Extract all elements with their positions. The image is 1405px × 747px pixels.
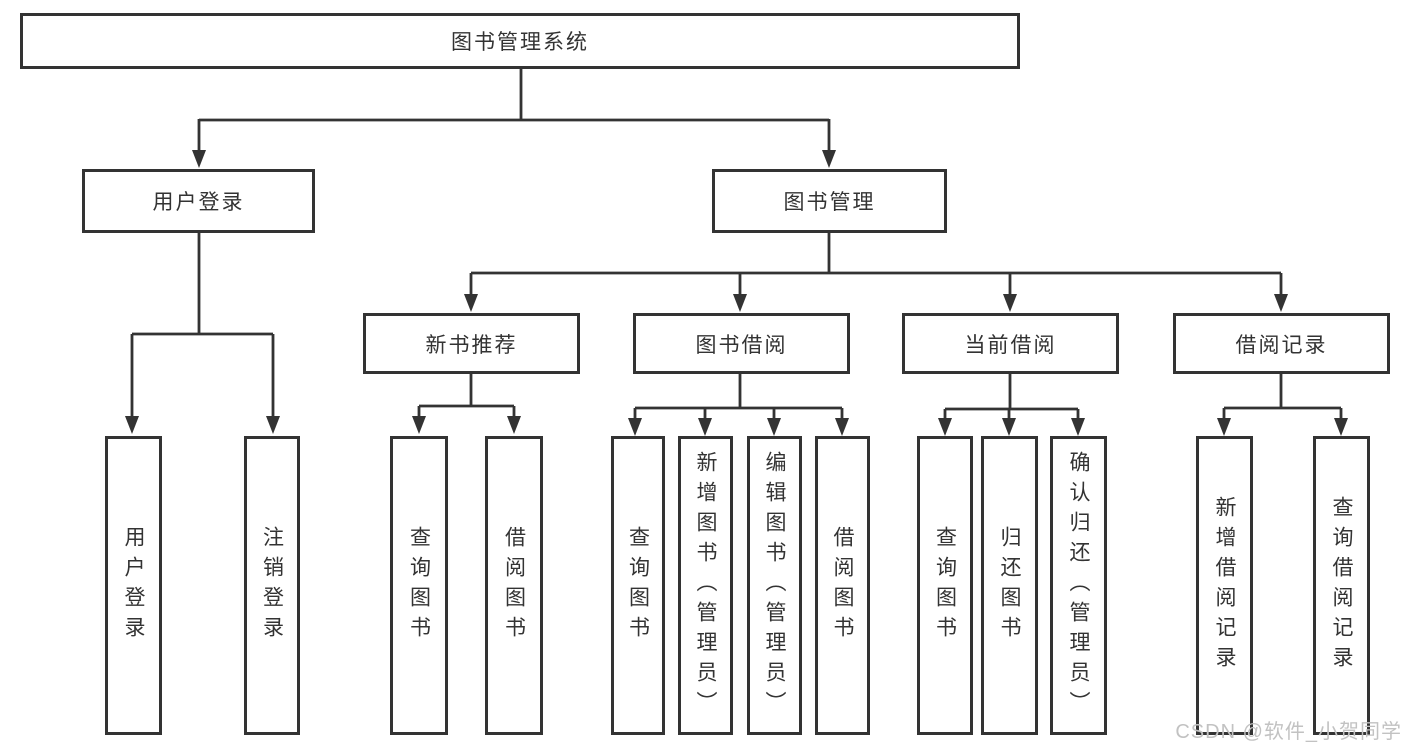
leaf-user-login: 用户登录 bbox=[105, 436, 162, 735]
node-new-book-recommend: 新书推荐 bbox=[363, 313, 580, 374]
node-book-management-label: 图书管理 bbox=[783, 191, 876, 214]
leaf-return-books: 归还图书 bbox=[981, 436, 1038, 735]
node-book-borrow: 图书借阅 bbox=[633, 313, 850, 374]
node-library-system: 图书管理系统 bbox=[20, 13, 1020, 69]
node-library-system-label: 图书管理系统 bbox=[451, 31, 589, 54]
leaf-edit-books-admin-label: 编辑图书（管理员） bbox=[763, 450, 786, 721]
leaf-confirm-return-admin-label: 确认归还（管理员） bbox=[1067, 450, 1090, 721]
leaf-query-books-borrow-label: 查询图书 bbox=[626, 525, 650, 646]
node-user-login-label: 用户登录 bbox=[152, 191, 245, 214]
leaf-user-login-label: 用户登录 bbox=[122, 525, 145, 646]
leaf-add-borrow-record-label: 新增借阅记录 bbox=[1213, 495, 1236, 676]
node-current-borrow: 当前借阅 bbox=[902, 313, 1119, 374]
leaf-query-books-recommend-label: 查询图书 bbox=[407, 525, 431, 646]
leaf-query-books-current-label: 查询图书 bbox=[933, 525, 957, 646]
node-book-borrow-label: 图书借阅 bbox=[695, 333, 788, 357]
leaf-borrow-books: 借阅图书 bbox=[815, 436, 870, 735]
leaf-query-borrow-record-label: 查询借阅记录 bbox=[1330, 495, 1353, 676]
leaf-borrow-books-recommend-label: 借阅图书 bbox=[502, 525, 526, 646]
leaf-logout-label: 注销登录 bbox=[260, 525, 284, 646]
leaf-borrow-books-label: 借阅图书 bbox=[831, 525, 854, 646]
leaf-add-books-admin-label: 新增图书（管理员） bbox=[694, 450, 717, 721]
leaf-edit-books-admin: 编辑图书（管理员） bbox=[747, 436, 802, 735]
leaf-borrow-books-recommend: 借阅图书 bbox=[485, 436, 543, 735]
node-user-login: 用户登录 bbox=[82, 169, 315, 233]
node-borrow-records: 借阅记录 bbox=[1173, 313, 1390, 374]
leaf-query-books-recommend: 查询图书 bbox=[390, 436, 448, 735]
node-new-book-recommend-label: 新书推荐 bbox=[425, 333, 518, 357]
leaf-query-borrow-record: 查询借阅记录 bbox=[1313, 436, 1370, 735]
node-borrow-records-label: 借阅记录 bbox=[1235, 333, 1328, 357]
leaf-logout: 注销登录 bbox=[244, 436, 300, 735]
leaf-query-books-borrow: 查询图书 bbox=[611, 436, 665, 735]
leaf-add-books-admin: 新增图书（管理员） bbox=[678, 436, 733, 735]
leaf-query-books-current: 查询图书 bbox=[917, 436, 973, 735]
leaf-add-borrow-record: 新增借阅记录 bbox=[1196, 436, 1253, 735]
leaf-confirm-return-admin: 确认归还（管理员） bbox=[1050, 436, 1107, 735]
node-book-management: 图书管理 bbox=[712, 169, 947, 233]
leaf-return-books-label: 归还图书 bbox=[998, 525, 1021, 646]
csdn-watermark: CSDN @软件_小贺同学 bbox=[1175, 721, 1402, 743]
node-current-borrow-label: 当前借阅 bbox=[964, 333, 1057, 357]
